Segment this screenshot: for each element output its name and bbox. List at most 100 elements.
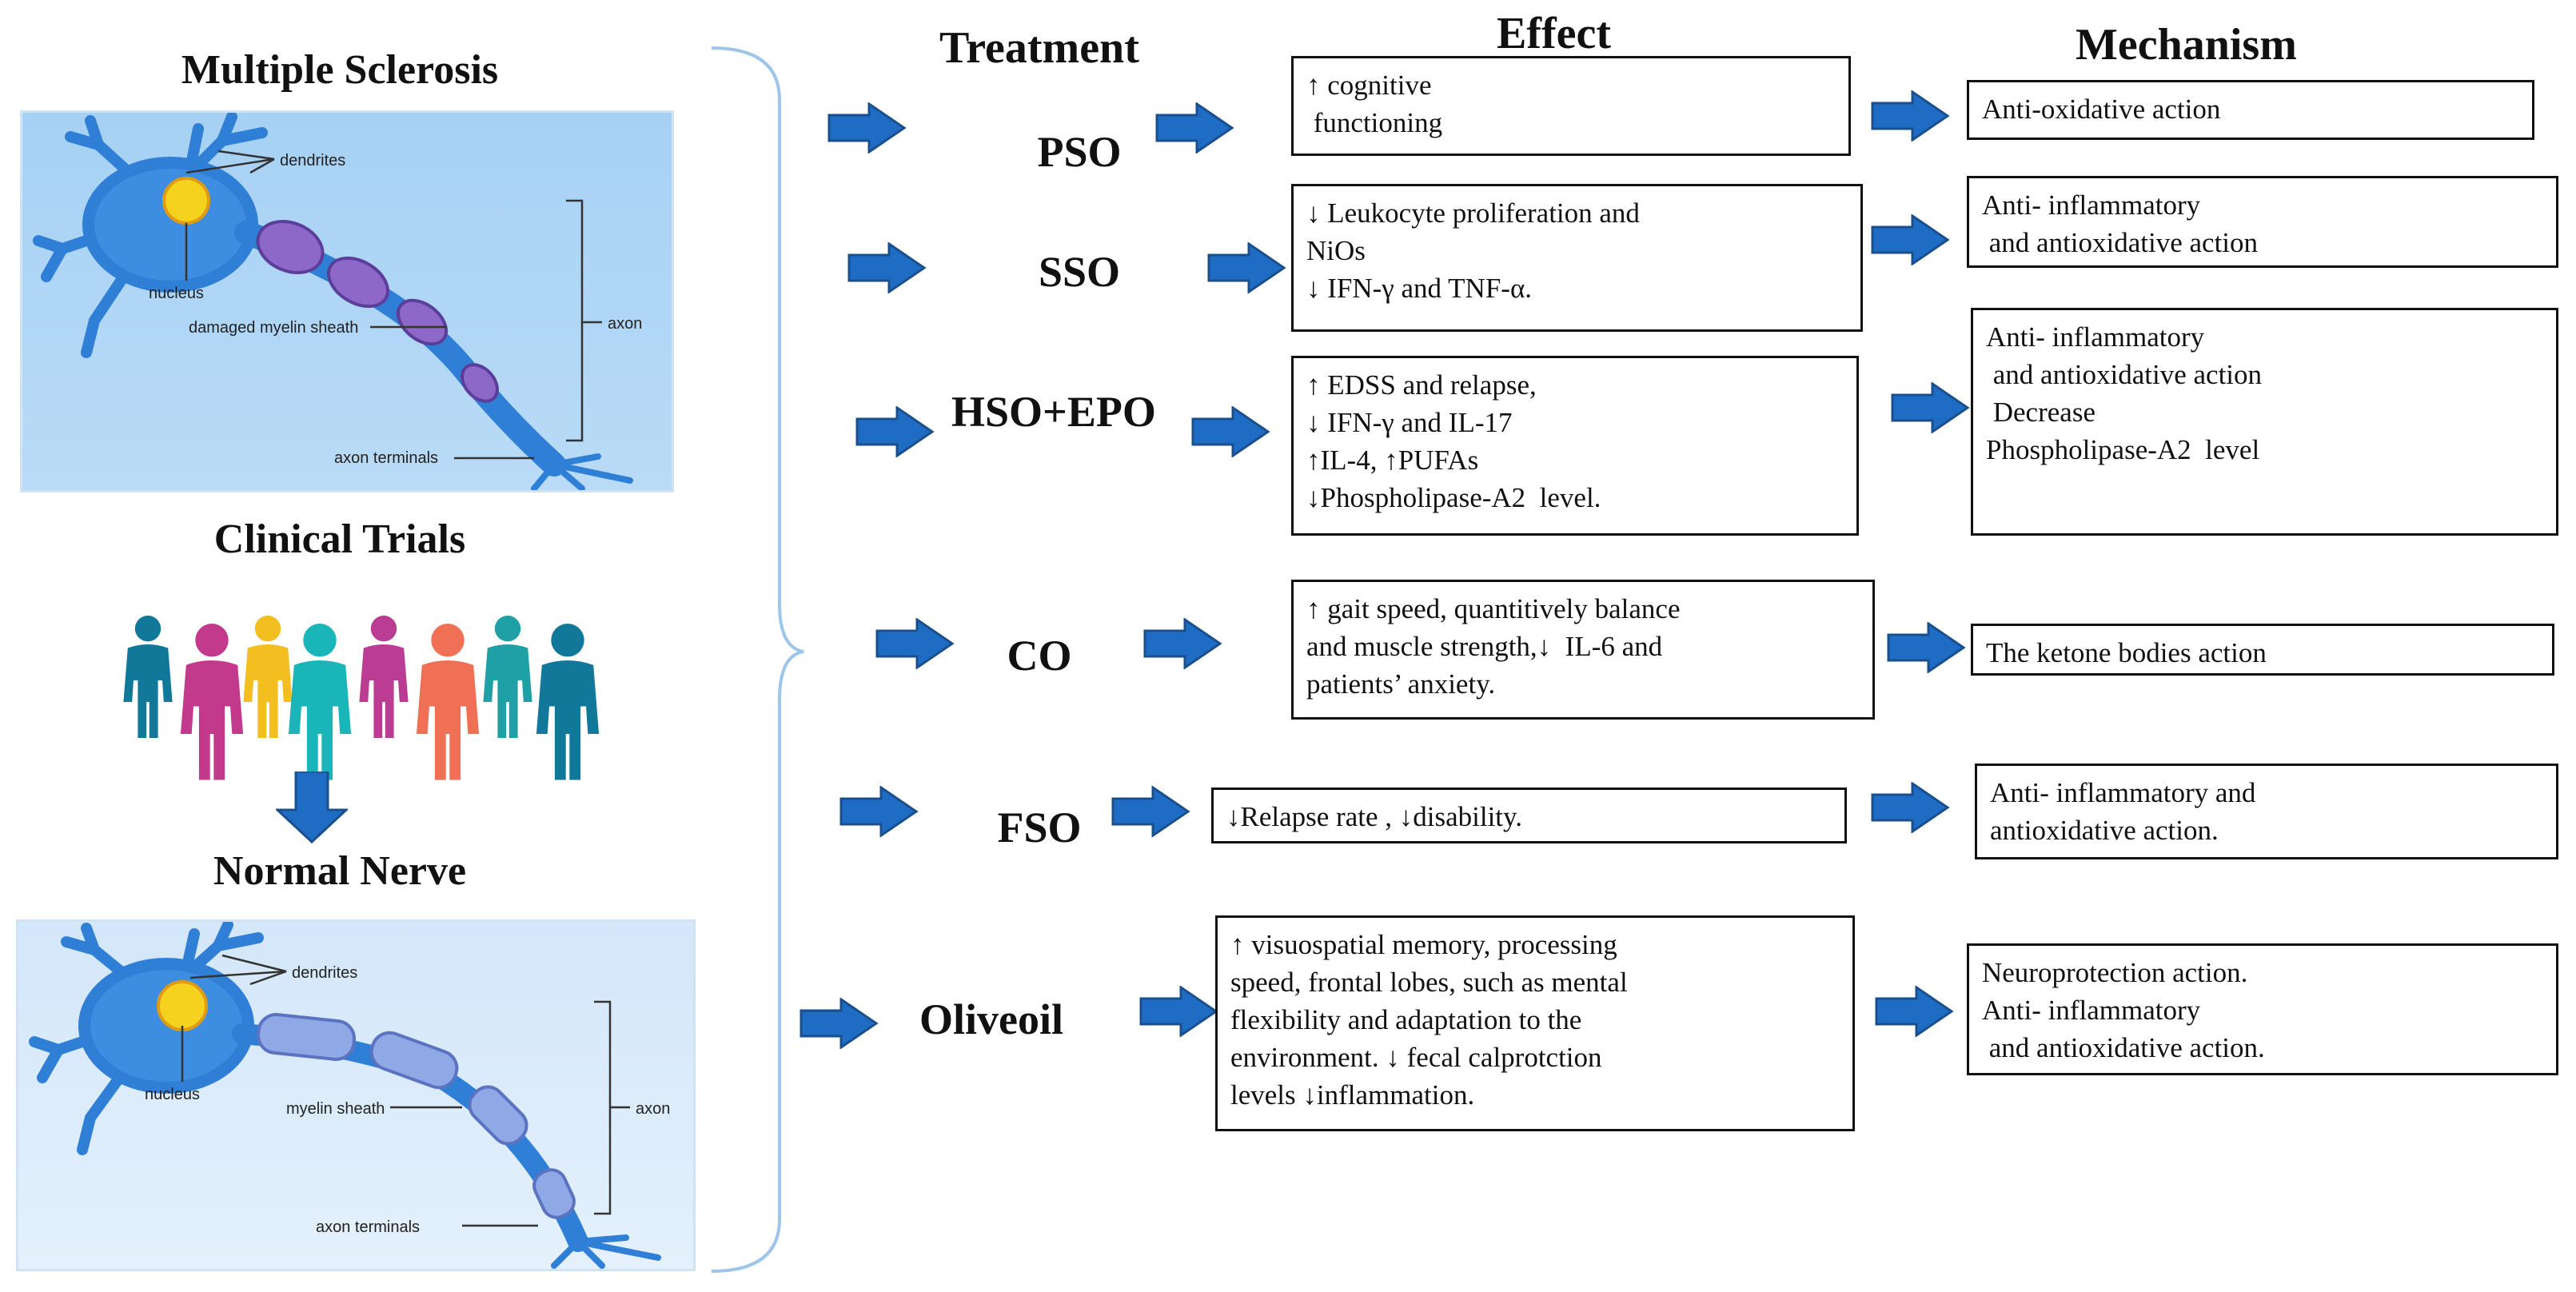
effect-line: ↓Relapse rate , ↓disability. [1226,801,1522,832]
effect-line: NiOs [1306,235,1366,266]
mechanism-line: The ketone bodies action [1986,637,2267,668]
clinical-trials-people-icon [123,616,600,780]
treatment-label: Oliveoil [903,991,1079,1047]
person-icon [180,624,244,780]
effect-line: ↓ Leukocyte proliferation and [1306,197,1640,229]
treatment-arrow-icon [827,102,907,154]
ms-neuron-illustration: dendrites nucleus damaged myelin sheath … [33,111,642,492]
person-icon [123,616,173,738]
treatment-label-line: CO [1007,632,1072,680]
effect-line: functioning [1306,107,1443,138]
trials-title: Clinical Trials [213,516,466,562]
effect-line: ↑ gait speed, quantitively balance [1306,593,1681,624]
treatment-arrow-icon [855,406,935,457]
grouping-brace [711,46,804,1273]
normal-label-terminals: axon terminals [316,1218,420,1236]
ms-label-myelin: damaged myelin sheath [189,319,358,337]
normal-label-dendrites: dendrites [292,964,357,982]
effect-box: ↑ cognitive functioning [1291,56,1851,156]
effect-line: ↓ IFN-γ and TNF-α. [1306,273,1533,304]
effect-line: flexibility and adaptation to the [1230,1004,1582,1035]
effect-line: and muscle strength,↓ IL-6 and [1306,631,1663,662]
effect-line: environment. ↓ fecal calprotction [1230,1042,1602,1073]
normal-neuron-illustration: dendrites nucleus myelin sheath axon axo… [29,919,670,1269]
person-icon [359,616,409,738]
mechanism-line: Neuroprotection action. [1982,957,2248,988]
effect-line: ↑ cognitive [1306,70,1432,101]
effect-box: ↓Relapse rate , ↓disability. [1211,788,1847,843]
treatment-label-line: HSO [951,388,1043,436]
ms-label-terminals: axon terminals [334,449,438,467]
person-icon [536,624,600,780]
mechanism-line: and antioxidative action [1986,359,2263,390]
header-effect: Effect [1497,9,1612,58]
down-arrow-icon [276,772,348,843]
mechanism-box: Anti- inflammatory and antioxidative acti… [1975,764,2558,859]
mechanism-arrow-icon [1871,782,1950,833]
header-mechanism: Mechanism [2076,20,2297,70]
effect-arrow-icon [1111,786,1190,837]
effect-box: ↑ gait speed, quantitively balance and mu… [1291,580,1875,720]
treatment-label: FSO [943,800,1135,855]
person-icon [288,624,352,780]
header-treatment: Treatment [939,23,1139,73]
normal-label-nucleus: nucleus [145,1086,200,1103]
treatment-label-line: FSO [997,804,1082,851]
effect-line: ↓Phospholipase-A2 level. [1306,482,1601,513]
mechanism-box: Anti- inflammatory and antioxidative act… [1967,176,2558,268]
treatment-label-line: +EPO [1043,388,1156,436]
mechanism-box: Neuroprotection action.Anti- inflammator… [1967,943,2558,1075]
normal-label-myelin: myelin sheath [286,1100,385,1118]
mechanism-line: antioxidative action. [1990,815,2219,846]
mechanism-arrow-icon [1891,382,1970,433]
mechanism-line: Phospholipase-A2 level [1986,434,2260,465]
treatment-label: HSO+EPO [951,384,1156,440]
treatment-arrow-icon [839,786,919,837]
effect-arrow-icon [1155,102,1234,154]
treatment-label-line: PSO [1037,128,1122,176]
mechanism-line: Anti- inflammatory and [1990,777,2256,808]
mechanism-arrow-icon [1875,986,1954,1037]
mechanism-arrow-icon [1887,622,1966,673]
effect-line: ↓ IFN-γ and IL-17 [1306,407,1513,438]
mechanism-line: Decrease [1986,397,2095,428]
normal-neuron-panel: dendrites nucleus myelin sheath axon axo… [16,919,696,1271]
effect-arrow-icon [1207,242,1286,293]
ms-label-axon: axon [608,315,642,333]
mechanism-line: and antioxidative action [1982,227,2259,258]
ms-neuron-panel: dendrites nucleus damaged myelin sheath … [20,110,674,492]
treatment-arrow-icon [875,618,955,669]
effect-arrow-icon [1143,618,1222,669]
mechanism-line: Anti- inflammatory [1982,189,2201,221]
treatment-label: CO [951,628,1127,684]
mechanism-arrow-icon [1871,90,1950,142]
ms-label-dendrites: dendrites [280,152,345,169]
effect-line: ↑ EDSS and relapse, [1306,369,1537,401]
person-icon [483,616,532,738]
person-icon [243,616,293,738]
treatment-arrow-icon [800,998,879,1049]
treatment-label-line: Olive [919,995,1018,1043]
normal-label-axon: axon [636,1100,670,1118]
effect-line: ↑ visuospatial memory, processing [1230,929,1617,960]
effect-line: speed, frontal lobes, such as mental [1230,967,1628,998]
mechanism-box: The ketone bodies action [1971,624,2554,676]
ms-title: Multiple Sclerosis [181,47,499,93]
mechanism-line: Anti-oxidative action [1982,94,2221,125]
effect-line: patients’ anxiety. [1306,668,1496,700]
treatment-label: PSO [983,124,1175,180]
mechanism-line: Anti- inflammatory [1986,321,2205,353]
treatment-label-line: SSO [1038,248,1121,296]
mechanism-box: Anti- inflammatory and antioxidative act… [1971,308,2558,536]
effect-arrow-icon [1191,406,1270,457]
treatment-arrow-icon [847,242,927,293]
ms-label-nucleus: nucleus [149,285,204,302]
treatment-label: SSO [983,244,1175,300]
effect-box: ↑ visuospatial memory, processing speed, … [1215,915,1855,1131]
effect-line: levels ↓inflammation. [1230,1079,1475,1111]
effect-box: ↑ EDSS and relapse,↓ IFN-γ and IL-17↑IL-… [1291,356,1859,536]
effect-arrow-icon [1139,986,1218,1037]
normal-title: Normal Nerve [213,848,467,894]
mechanism-arrow-icon [1871,214,1950,265]
